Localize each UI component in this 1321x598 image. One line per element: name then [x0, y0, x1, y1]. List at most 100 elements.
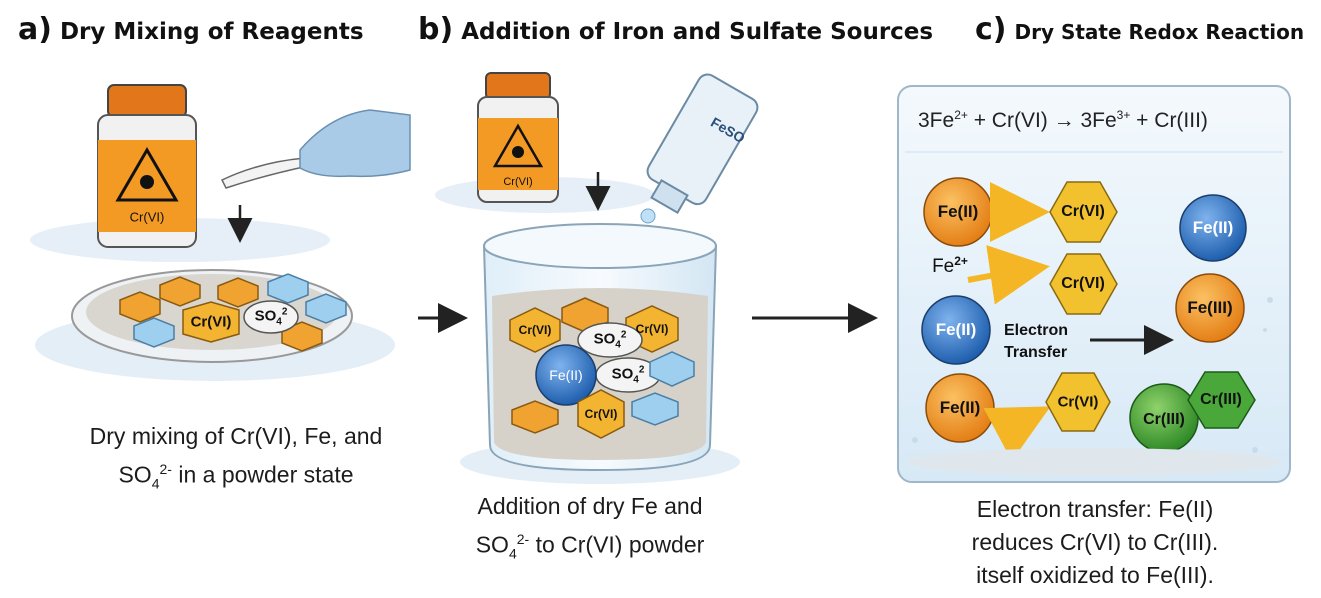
panel-c-title-text: Dry State Redox Reaction	[1014, 20, 1305, 44]
beaker-so4-sup-1: 2	[620, 329, 627, 341]
skull-a-icon	[140, 175, 154, 189]
panel-a-caption: Dry mixing of Cr(VI), Fe, and SO42- in a…	[66, 420, 406, 500]
cr-iii-label-1: Cr(III)	[1143, 411, 1185, 428]
panel-b-caption: Addition of dry Fe and SO42- to Cr(VI) p…	[440, 490, 740, 570]
beaker-crystal-blue	[649, 351, 695, 387]
bottle-b-cap	[485, 72, 551, 100]
yellow-arrow-3	[983, 406, 1051, 462]
dish-so4-pellet	[243, 300, 299, 334]
beaker-crvi-label-3: Cr(VI)	[584, 407, 618, 421]
spatula	[220, 157, 310, 189]
crvi-bottom-label: Cr(VI)	[1057, 393, 1099, 411]
dish-crystal-orange	[217, 277, 259, 308]
beaker-rim	[483, 223, 717, 269]
panel-a-title-text: Dry Mixing of Reagents	[59, 19, 364, 45]
eq-part1: 3Fe	[918, 109, 955, 132]
panel-b-title-text: Addition of Iron and Sulfate Sources	[461, 19, 934, 45]
crvi-top2-hex	[1049, 253, 1118, 315]
panel-c-caption-line2: reduces Cr(VI) to Cr(III).	[971, 529, 1219, 555]
bubble	[1252, 447, 1258, 453]
dish-so4-label: SO42	[255, 307, 288, 328]
panel-b-caption-sup: 2-	[516, 531, 530, 547]
panel-b-caption-rest: to Cr(VI) powder	[529, 531, 705, 558]
gloved-hand	[299, 109, 411, 178]
eq-sup2: 3+	[1116, 108, 1131, 122]
eq-part2: + Cr(VI) → 3Fe	[967, 109, 1117, 132]
beaker-so4-label-2: SO42	[612, 365, 645, 386]
beaker-so4-sup-2: 2	[638, 364, 645, 376]
yellow-arrow-2	[967, 245, 1050, 305]
bubble	[1263, 328, 1267, 332]
dish-so4-sup: 2	[281, 306, 288, 318]
dish-crystal-blue	[267, 273, 309, 304]
beaker-crvi-label-2: Cr(VI)	[635, 322, 669, 336]
panel-b-caption-line1: Addition of dry Fe and	[477, 493, 703, 519]
panel-a-caption-sub: 4	[151, 475, 160, 492]
bottle-a	[97, 84, 197, 248]
bottle-b	[477, 72, 559, 203]
beaker-crystal-blue	[631, 392, 679, 426]
bottle-a-label-text: Cr(VI)	[129, 209, 165, 225]
panel-b-art	[435, 72, 878, 484]
bubble	[1267, 297, 1273, 303]
beaker-fe-ii-label: Fe(II)	[549, 367, 583, 383]
cr-iii-label-2: Cr(III)	[1200, 391, 1242, 408]
panel-b-caption-so: SO	[475, 531, 509, 558]
panel-c-letter: c)	[975, 12, 1007, 47]
skull-b-icon	[512, 146, 524, 158]
fe-ii-blue-right-sphere	[1179, 194, 1247, 262]
fe-ii-blue-sphere	[921, 295, 991, 365]
fe2-sup: 2+	[954, 253, 968, 268]
beaker-so4-pellet-1	[577, 322, 643, 358]
panel-b-caption-line2: SO42- to Cr(VI) powder	[440, 523, 740, 570]
beaker-fe-ii-sphere	[535, 344, 597, 406]
panel-c-title: c) Dry State Redox Reaction	[975, 12, 1304, 47]
cr-iii-hex-2	[1187, 371, 1256, 429]
panel-a-caption-rest: in a powder state	[171, 461, 354, 488]
dish-crvi-label: Cr(VI)	[190, 313, 232, 331]
beaker-so4-main-2: SO	[611, 365, 634, 383]
beaker-so4-label-1: SO42	[594, 330, 627, 351]
beaker-so4-sub-2: 4	[633, 374, 639, 386]
bubble	[912, 437, 918, 443]
dish-crystal-blue	[305, 293, 347, 324]
fe-ii-blue-right-label: Fe(II)	[1192, 218, 1234, 237]
dish-crystal-orange	[281, 321, 323, 352]
electron-transfer-line1: Electron	[1003, 322, 1069, 339]
panel-c-caption-line1: Electron transfer: Fe(II)	[976, 496, 1214, 522]
beaker-so4-sub-1: 4	[615, 339, 621, 351]
yellow-arrow-1	[989, 182, 1050, 243]
panel-b-caption-sub: 4	[508, 545, 517, 562]
panel-a-caption-line1: Dry mixing of Cr(VI), Fe, and	[89, 423, 383, 449]
panel-c-art	[897, 85, 1291, 483]
hazard-triangle-a-icon	[115, 147, 179, 202]
dish-crystal-crvi	[182, 301, 240, 343]
fe-ii-blue-label: Fe(II)	[935, 320, 977, 339]
beaker-so4-main-1: SO	[593, 330, 616, 348]
dish-so4-main: SO	[254, 307, 277, 325]
panel-a-caption-so: SO	[118, 461, 152, 488]
beaker-crystal-orange	[511, 400, 559, 434]
bottle-b-label-text: Cr(VI)	[503, 176, 533, 188]
dish-crystal-orange	[119, 291, 161, 323]
crvi-bottom-hex	[1045, 372, 1111, 432]
panel-b-title: b)Addition of Iron and Sulfate Sources	[418, 12, 933, 47]
fe-iii-sphere	[1175, 273, 1245, 343]
crvi-top1-hex	[1049, 181, 1118, 243]
redox-equation: 3Fe2+ + Cr(VI) → 3Fe3+ + Cr(III)	[918, 108, 1208, 133]
droplet	[640, 208, 656, 224]
hazard-triangle-b-icon	[492, 123, 544, 168]
fe2-label: Fe2+	[932, 254, 968, 278]
beaker-crvi-label-1: Cr(VI)	[518, 323, 552, 337]
feso4-bottle	[646, 73, 759, 215]
dish-so4-sub: 4	[276, 316, 282, 328]
panel-a-caption-sup: 2-	[159, 461, 172, 477]
electron-transfer-line2: Transfer	[1003, 344, 1068, 361]
dish-crystal-blue	[133, 317, 175, 348]
eq-sup1: 2+	[954, 108, 968, 122]
fe2-main: Fe	[932, 256, 955, 278]
panel-a-letter: a)	[18, 12, 52, 47]
panel-a-caption-line2: SO42- in a powder state	[66, 453, 406, 500]
